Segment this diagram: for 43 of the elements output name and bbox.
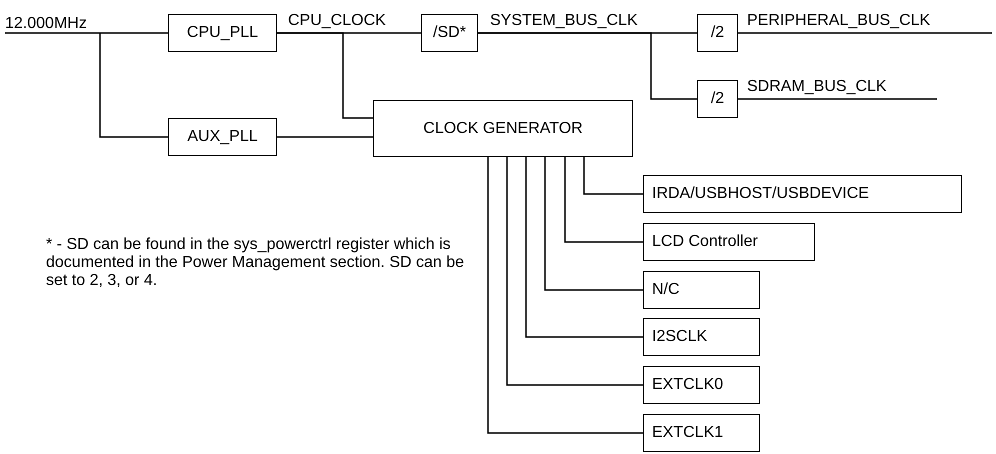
block-box — [643, 271, 760, 309]
connector-line — [506, 157, 643, 386]
block-label: CLOCK GENERATOR — [423, 120, 583, 138]
connector-line — [478, 32, 697, 100]
block-label: EXTCLK1 — [652, 424, 724, 442]
connector-line — [487, 157, 643, 434]
signal-label: SDRAM_BUS_CLK — [746, 78, 888, 96]
signal-label: CPU_CLOCK — [287, 12, 387, 30]
block-label: LCD Controller — [652, 233, 758, 251]
block-label: CPU_PLL — [186, 24, 258, 42]
block-box — [168, 14, 277, 52]
connector-line — [544, 157, 643, 291]
block-box — [421, 14, 478, 52]
block-label: I2SCLK — [652, 328, 708, 346]
block-box — [697, 80, 738, 118]
block-label: 12.000MHz — [5, 15, 87, 33]
block-box — [373, 100, 633, 157]
block-label: /SD* — [433, 24, 466, 42]
block-box — [697, 14, 738, 52]
signal-label: PERIPHERAL_BUS_CLK — [746, 12, 932, 30]
connector-line — [277, 32, 373, 119]
block-label: N/C — [652, 281, 680, 299]
block-box — [643, 318, 760, 356]
block-box — [168, 118, 277, 156]
footnote: * - SD can be found in the sys_powerctrl register which is documented in the Power Management section. SD can be set to 2, 3, or 4. — [46, 236, 466, 290]
connector-line — [5, 32, 168, 34]
signal-label: SYSTEM_BUS_CLK — [489, 12, 639, 30]
block-label: IRDA/USBHOST/USBDEVICE — [652, 185, 869, 203]
connector-line — [99, 33, 168, 138]
connector-line — [738, 32, 992, 34]
block-label: /2 — [710, 24, 724, 42]
connector-line — [525, 157, 643, 338]
connector-line — [564, 157, 643, 243]
block-box — [643, 223, 815, 261]
block-label: EXTCLK0 — [652, 376, 724, 394]
block-box — [643, 414, 760, 452]
block-box — [643, 175, 962, 213]
connector-line — [277, 136, 373, 138]
block-box — [643, 366, 760, 404]
connector-line — [738, 98, 937, 100]
block-label: /2 — [710, 90, 724, 108]
connector-line — [583, 157, 643, 195]
block-label: AUX_PLL — [187, 128, 258, 146]
